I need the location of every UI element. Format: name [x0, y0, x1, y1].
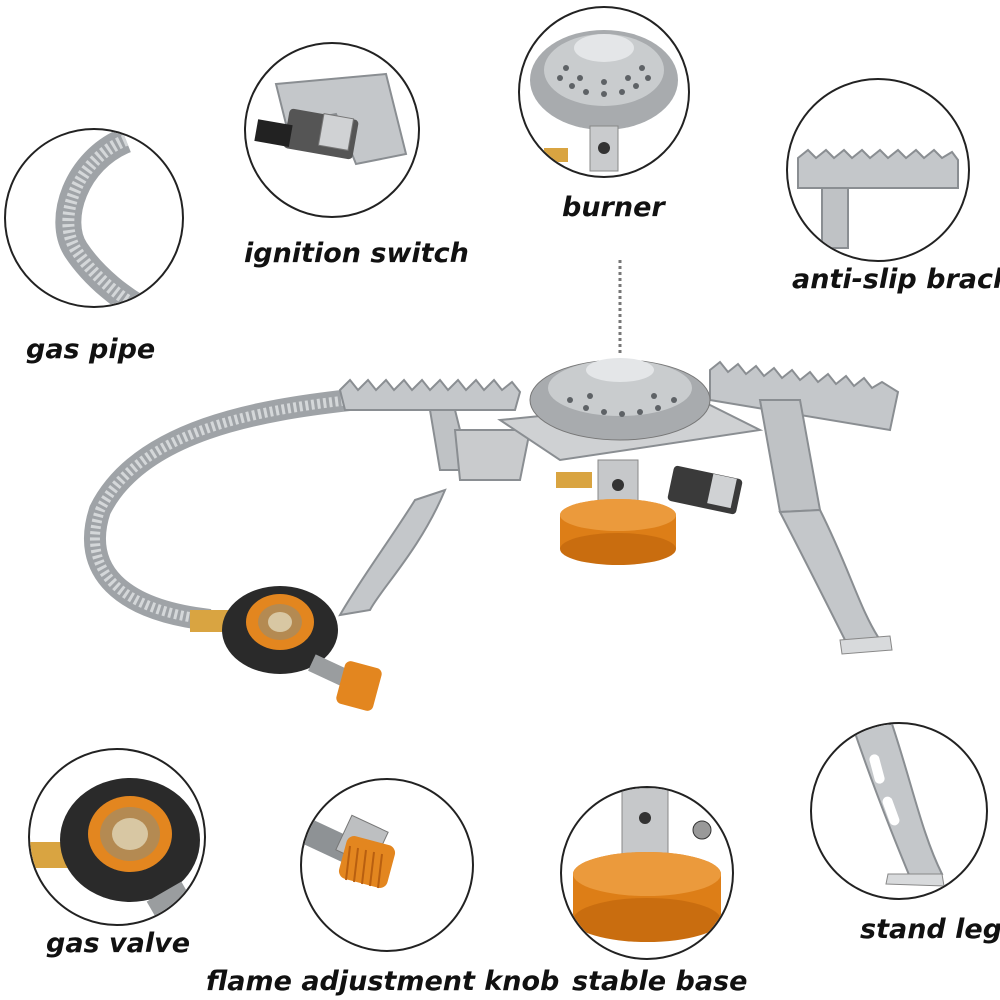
stable-base-label: stable base — [572, 966, 748, 997]
flame-adjustment-knob-detail — [300, 778, 474, 952]
flame-adjustment-knob-label: flame adjustment knob — [206, 966, 560, 997]
stand-leg-label: stand leg — [860, 914, 1000, 945]
anti-slip-bracket-label: anti-slip bracket — [792, 264, 1000, 295]
burner-detail — [518, 6, 690, 178]
gas-valve-detail — [28, 748, 206, 926]
camping-stove-illustration — [84, 260, 900, 711]
stable-base-detail — [560, 786, 734, 960]
burner-label: burner — [562, 192, 665, 223]
anti-slip-bracket-detail — [786, 78, 970, 262]
gas-pipe-detail — [4, 128, 184, 308]
ignition-switch-detail — [244, 42, 420, 218]
stand-leg-detail — [810, 722, 988, 900]
gas-pipe-label: gas pipe — [26, 334, 156, 365]
gas-valve-label: gas valve — [46, 928, 191, 959]
ignition-switch-label: ignition switch — [244, 238, 469, 269]
